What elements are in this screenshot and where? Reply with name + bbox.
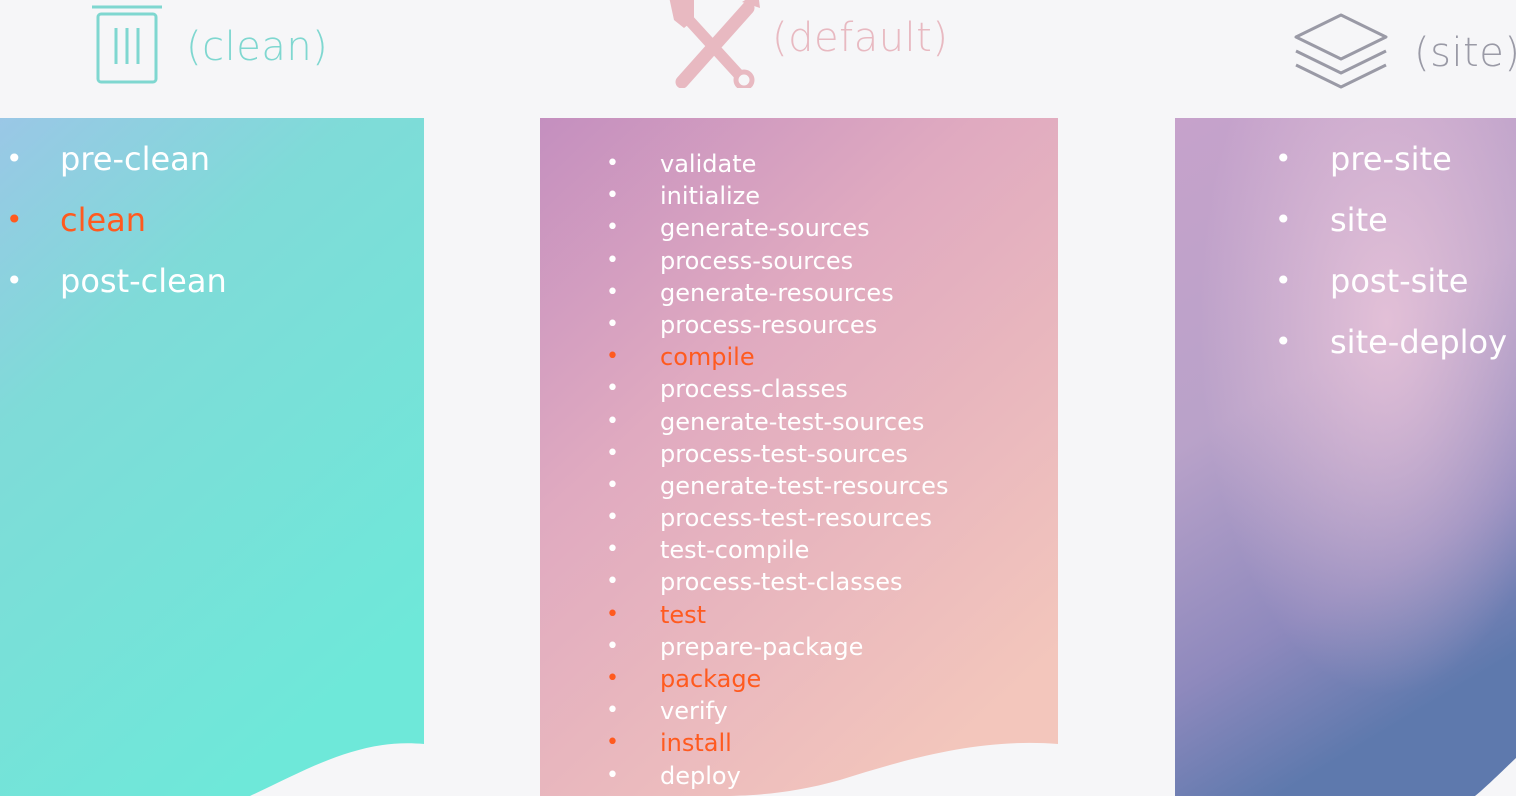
phase-label: process-test-classes (660, 568, 903, 597)
phase-item: • process-sources (540, 245, 948, 277)
phase-item: • post-clean (0, 260, 227, 321)
bullet-marker: • (1275, 264, 1292, 297)
bullet-marker: • (606, 698, 619, 724)
phase-label: package (660, 665, 762, 693)
phase-label: process-classes (660, 375, 848, 404)
phase-item: • pre-site (1175, 138, 1507, 199)
bullet-marker: • (606, 344, 619, 370)
phase-item: • site (1175, 199, 1507, 260)
bullet-marker: • (606, 505, 619, 531)
bullet-marker: • (606, 376, 619, 402)
clean-lifecycle-header: (clean) (90, 4, 328, 90)
phase-label: test (660, 600, 707, 629)
site-phases-panel: • pre-site • site • post-site • site-deploy (1175, 118, 1516, 796)
phase-label: deploy (660, 761, 741, 790)
phase-label: prepare-package (660, 632, 864, 661)
phase-item: • generate-resources (540, 277, 948, 309)
bullet-marker: • (606, 569, 619, 595)
phase-item: • generate-test-sources (540, 406, 948, 438)
phase-item: • pre-clean (0, 138, 227, 199)
phase-item: • post-site (1175, 260, 1507, 321)
phase-item: • test-compile (540, 534, 948, 566)
phase-label: pre-clean (60, 140, 211, 178)
phase-item: • generate-sources (540, 212, 948, 244)
phase-label: generate-test-sources (660, 407, 925, 436)
phase-item: • test (540, 599, 948, 631)
phase-label: process-test-resources (660, 504, 932, 533)
phase-label: clean (60, 201, 147, 239)
bullet-marker: • (6, 142, 23, 175)
bullet-marker: • (1275, 203, 1292, 236)
phase-item: • process-classes (540, 373, 948, 405)
default-phase-list: •validate •initialize •generate-sources … (540, 148, 948, 792)
phase-label: process-resources (660, 310, 878, 339)
bullet-marker: • (606, 215, 619, 241)
phase-label: process-sources (660, 246, 854, 275)
site-phase-list: • pre-site • site • post-site • site-deploy (1175, 138, 1507, 382)
phase-label: generate-sources (660, 214, 870, 243)
bullet-marker: • (606, 440, 619, 466)
bullet-marker: • (606, 601, 619, 627)
phase-item: • clean (0, 199, 227, 260)
phase-item: • process-test-resources (540, 502, 948, 534)
bullet-marker: • (606, 666, 619, 691)
phase-label: install (660, 729, 732, 758)
clean-phase-list: • pre-clean • clean • post-clean (0, 138, 227, 321)
bullet-marker: • (6, 264, 23, 297)
phase-item: • install (540, 727, 948, 759)
bullet-marker: • (1275, 325, 1292, 358)
site-lifecycle-header: (site) (1290, 10, 1516, 96)
phase-item: • package (540, 663, 948, 695)
phase-label: process-test-sources (660, 439, 908, 468)
phase-item: • compile (540, 341, 948, 373)
bullet-marker: • (606, 762, 619, 788)
phase-label: compile (660, 343, 755, 372)
phase-label: pre-site (1330, 140, 1452, 178)
phase-item: • verify (540, 695, 948, 727)
default-lifecycle-title: (default) (772, 15, 949, 61)
phase-item: • site-deploy (1175, 321, 1507, 382)
bullet-marker: • (606, 472, 619, 498)
bullet-marker: • (606, 408, 619, 434)
default-lifecycle-header: (default) (664, 0, 949, 92)
phase-item: • process-test-classes (540, 566, 948, 598)
phase-item: • validate (540, 148, 948, 180)
bullet-marker: • (606, 633, 619, 659)
bullet-marker: • (606, 537, 619, 563)
phase-label: site (1330, 201, 1388, 239)
phase-item: • initialize (540, 180, 948, 212)
bullet-marker: • (606, 247, 619, 273)
bullet-marker: • (1275, 142, 1292, 175)
layers-icon (1290, 9, 1392, 97)
bullet-marker: • (6, 203, 23, 236)
phase-item: • generate-test-resources (540, 470, 948, 502)
phase-label: generate-test-resources (660, 471, 949, 500)
phase-label: site-deploy (1330, 323, 1508, 361)
phase-label: generate-resources (660, 278, 894, 307)
phase-label: validate (660, 150, 757, 178)
phase-label: post-clean (60, 262, 227, 300)
bullet-marker: • (606, 311, 619, 337)
tools-icon (664, 0, 764, 92)
phase-label: test-compile (660, 536, 810, 565)
phase-label: post-site (1330, 262, 1469, 300)
phase-item: • process-resources (540, 309, 948, 341)
clean-lifecycle-title: (clean) (186, 24, 329, 70)
bullet-marker: • (606, 151, 619, 176)
site-lifecycle-title: (site) (1414, 30, 1516, 76)
bullet-marker: • (606, 183, 619, 209)
phase-label: initialize (660, 182, 761, 211)
default-phases-panel: •validate •initialize •generate-sources … (540, 118, 1058, 796)
clean-phases-panel: • pre-clean • clean • post-clean (0, 118, 424, 796)
phase-item: • process-test-sources (540, 438, 948, 470)
phase-label: verify (660, 697, 728, 726)
phase-item: • prepare-package (540, 631, 948, 663)
trash-icon (90, 4, 164, 90)
bullet-marker: • (606, 279, 619, 305)
phase-item: • deploy (540, 760, 948, 792)
bullet-marker: • (606, 730, 619, 756)
